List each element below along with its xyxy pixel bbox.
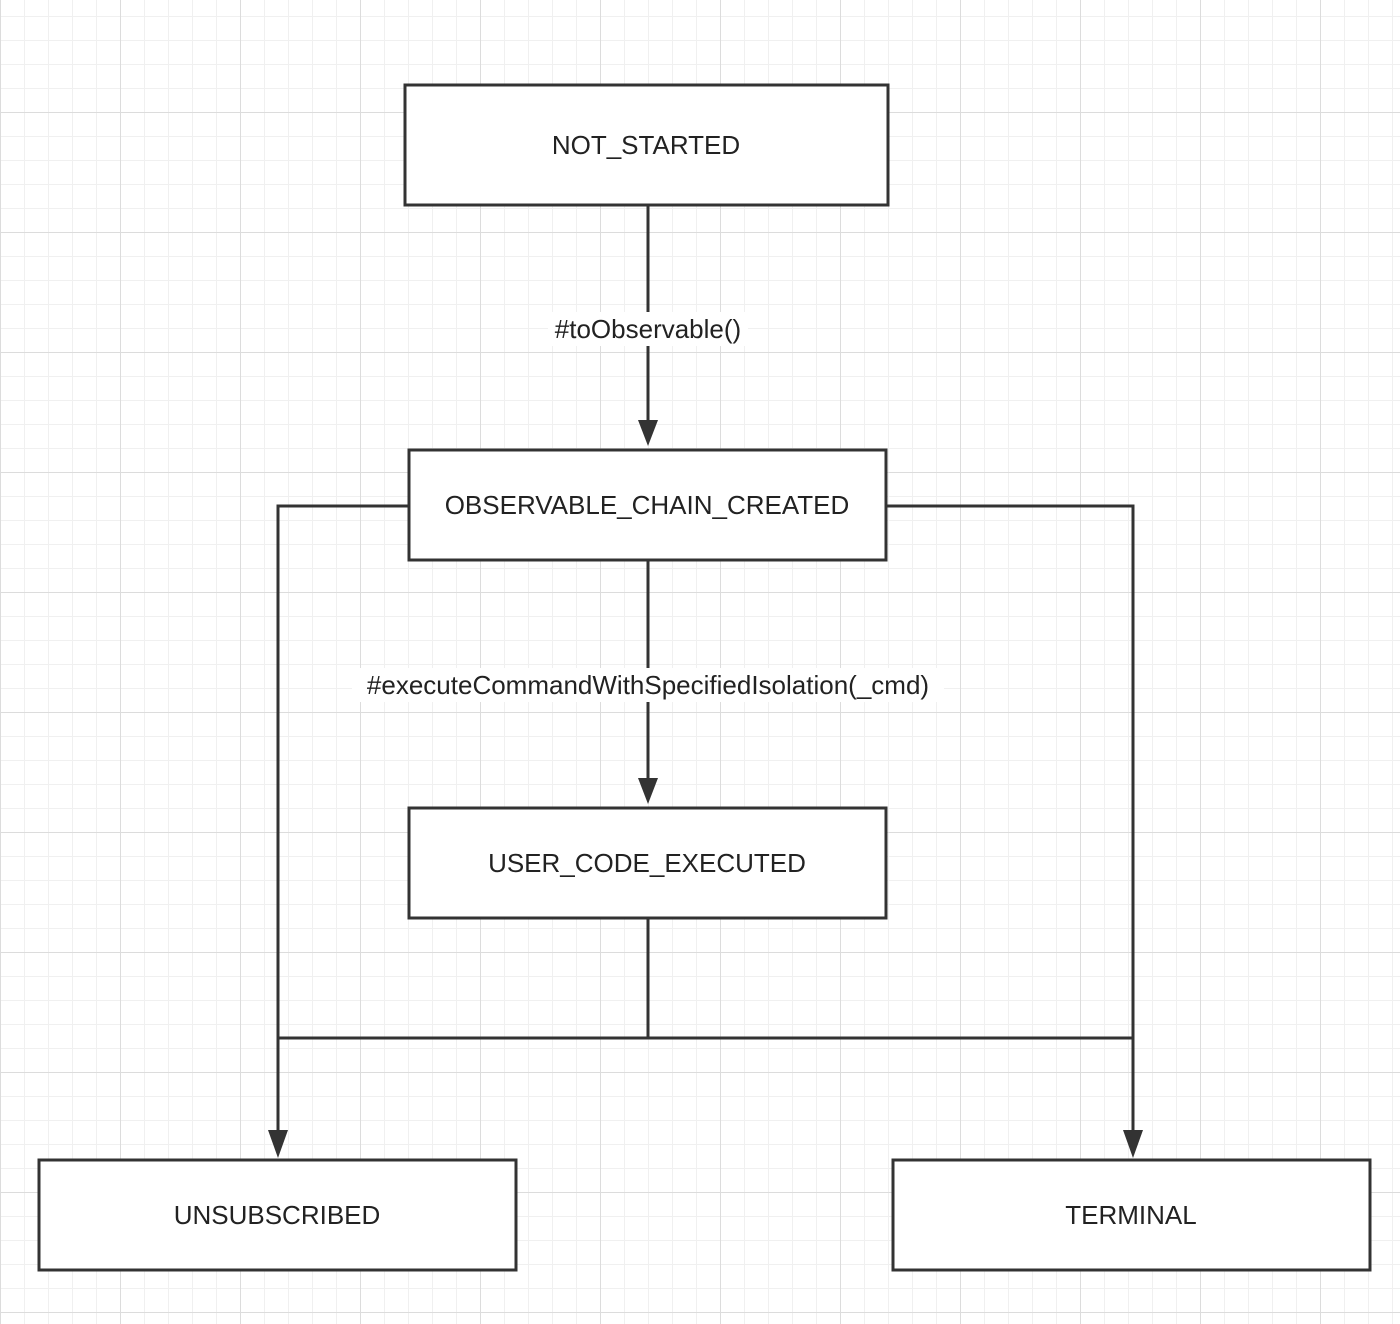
edge-observable-chain-created-to-terminal <box>886 504 1135 1135</box>
node-unsubscribed-label: UNSUBSCRIBED <box>174 1200 381 1230</box>
node-terminal-label: TERMINAL <box>1065 1200 1196 1230</box>
edge-label-to-observable-text: #toObservable() <box>555 314 741 344</box>
node-user-code-executed: USER_CODE_EXECUTED <box>407 806 888 920</box>
node-not-started: NOT_STARTED <box>403 83 890 207</box>
node-terminal: TERMINAL <box>891 1158 1372 1272</box>
node-not-started-label: NOT_STARTED <box>552 130 740 160</box>
edge-label-execute-command-text: #executeCommandWithSpecifiedIsolation(_c… <box>367 670 929 700</box>
node-observable-chain-created-label: OBSERVABLE_CHAIN_CREATED <box>445 490 850 520</box>
edge-user-code-executed-split <box>278 918 1133 1040</box>
edge-label-execute-command: #executeCommandWithSpecifiedIsolation(_c… <box>352 668 944 702</box>
edge-label-to-observable: #toObservable() <box>548 312 748 346</box>
node-observable-chain-created: OBSERVABLE_CHAIN_CREATED <box>407 448 888 562</box>
node-unsubscribed: UNSUBSCRIBED <box>37 1158 518 1272</box>
node-user-code-executed-label: USER_CODE_EXECUTED <box>488 848 806 878</box>
arrowhead-unsubscribed <box>268 1130 288 1158</box>
edge-observable-chain-created-to-unsubscribed <box>276 504 408 1135</box>
arrowhead-terminal <box>1123 1130 1143 1158</box>
